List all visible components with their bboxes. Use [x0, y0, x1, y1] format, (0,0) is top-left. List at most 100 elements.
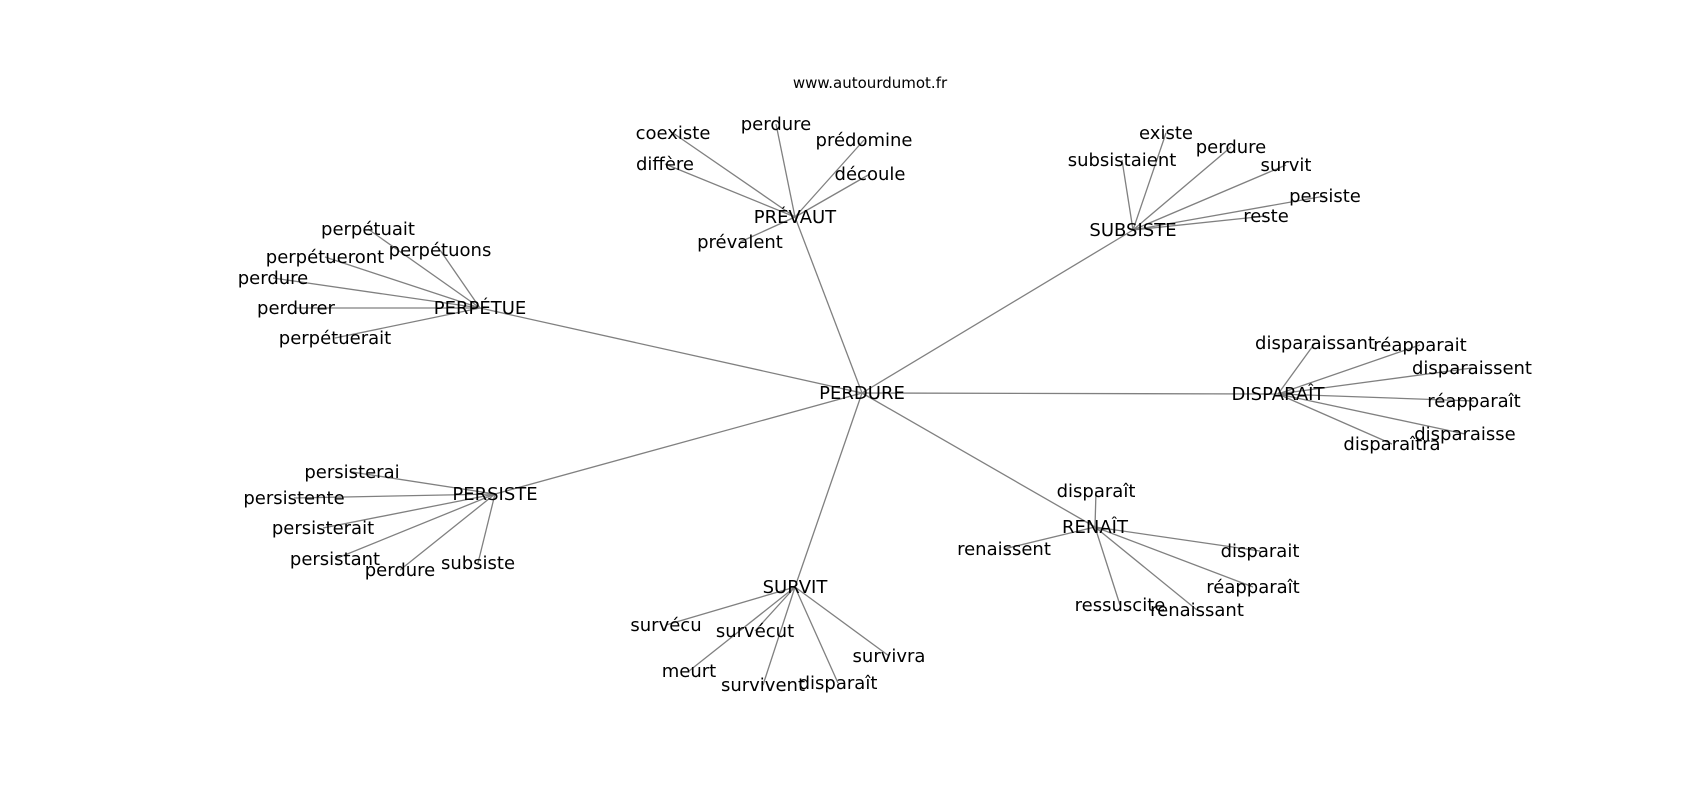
edge-survit-leaf: [688, 586, 796, 672]
leaf-word[interactable]: renaissent: [957, 539, 1051, 560]
leaf-word[interactable]: prédomine: [816, 130, 913, 151]
edge-disparait-leaf: [1277, 367, 1473, 395]
edge-prevaut-leaf: [794, 139, 865, 218]
leaf-word[interactable]: disparaît: [1057, 481, 1136, 502]
edge-persiste-leaf: [293, 493, 496, 499]
leaf-word[interactable]: survécut: [716, 621, 794, 642]
leaf-word[interactable]: perpétuons: [389, 240, 492, 261]
leaf-word[interactable]: existe: [1139, 123, 1193, 144]
edge-persiste-leaf: [322, 493, 496, 529]
leaf-word[interactable]: diffère: [636, 154, 694, 175]
edge-subsiste-leaf: [1132, 215, 1267, 231]
edge-perpetue-leaf: [367, 228, 481, 309]
source-url: www.autourdumot.fr: [793, 74, 948, 92]
edge-prevaut-leaf: [775, 123, 796, 218]
edge-survit-leaf: [665, 586, 796, 626]
hub-word-subsiste[interactable]: SUBSISTE: [1089, 220, 1176, 241]
edge-renait-leaf: [1094, 526, 1254, 588]
hub-word-prevaut[interactable]: PRÉVAUT: [754, 206, 837, 228]
leaf-word[interactable]: perpétueront: [266, 247, 384, 268]
leaf-word[interactable]: subsistaient: [1068, 150, 1177, 171]
leaf-word[interactable]: perdurer: [257, 298, 335, 319]
leaf-word[interactable]: disparaissent: [1412, 358, 1532, 379]
leaf-word[interactable]: perpétuait: [321, 219, 415, 240]
labels: PERDUREPERPÉTUEperpétuaitperpétuonsperpé…: [238, 114, 1532, 696]
edge-persiste-leaf: [477, 493, 496, 564]
leaf-word[interactable]: perdure: [365, 560, 436, 581]
edge-perpetue-leaf: [324, 256, 481, 309]
edge-center-survit: [794, 392, 863, 588]
edge-persiste-leaf: [334, 493, 496, 560]
edges: [272, 123, 1475, 686]
edge-persiste-leaf: [351, 471, 496, 495]
leaf-word[interactable]: survécu: [630, 615, 701, 636]
edge-disparait-leaf: [1277, 342, 1316, 395]
edge-disparait-leaf: [1277, 344, 1421, 395]
edge-center-subsiste: [861, 229, 1134, 394]
edge-prevaut-leaf: [794, 173, 871, 218]
edge-renait-leaf: [1094, 526, 1198, 611]
edge-perpetue-leaf: [439, 249, 481, 309]
edge-survit-leaf: [754, 586, 796, 632]
edge-perpetue-leaf: [334, 307, 481, 339]
leaf-word[interactable]: persiste: [1289, 186, 1361, 207]
edge-center-renait: [861, 392, 1096, 528]
hub-word-perpetue[interactable]: PERPÉTUE: [434, 297, 527, 319]
leaf-word[interactable]: ressuscite: [1075, 595, 1166, 616]
edge-survit-leaf: [794, 586, 839, 684]
leaf-word[interactable]: survit: [1261, 155, 1312, 176]
leaf-word[interactable]: persistente: [243, 488, 344, 509]
edge-subsiste-leaf: [1132, 195, 1326, 231]
hub-word-persiste[interactable]: PERSISTE: [452, 484, 537, 505]
leaf-word[interactable]: survivent: [721, 675, 805, 696]
edge-prevaut-leaf: [672, 132, 796, 218]
center-word[interactable]: PERDURE: [819, 383, 905, 404]
leaf-word[interactable]: disparait: [1221, 541, 1300, 562]
edge-center-perpetue: [479, 307, 863, 394]
leaf-word[interactable]: disparaîtra: [1343, 434, 1440, 455]
edge-center-persiste: [494, 392, 863, 495]
edge-renait-leaf: [1094, 526, 1261, 552]
leaf-word[interactable]: persistant: [290, 549, 380, 570]
edge-disparait-leaf: [1277, 393, 1475, 402]
leaf-word[interactable]: persisterait: [272, 518, 374, 539]
edge-center-disparait: [861, 392, 1279, 395]
edge-perpetue-leaf: [272, 277, 481, 309]
leaf-word[interactable]: perpétuerait: [279, 328, 391, 349]
edge-disparait-leaf: [1277, 393, 1393, 445]
leaf-word[interactable]: réapparaît: [1206, 577, 1299, 598]
edge-subsiste-leaf: [1132, 146, 1232, 231]
leaf-word[interactable]: perdure: [1196, 137, 1267, 158]
hub-word-disparait[interactable]: DISPARAÎT: [1231, 383, 1325, 405]
edge-persiste-leaf: [399, 493, 496, 571]
leaf-word[interactable]: disparaisse: [1414, 424, 1516, 445]
hub-word-survit[interactable]: SURVIT: [763, 577, 829, 598]
edge-subsiste-leaf: [1132, 132, 1167, 231]
edge-center-prevaut: [794, 216, 863, 394]
leaf-word[interactable]: reste: [1243, 206, 1289, 227]
edge-renait-leaf: [1003, 526, 1096, 550]
edge-prevaut-leaf: [739, 216, 796, 243]
edge-renait-leaf: [1094, 490, 1097, 528]
leaf-word[interactable]: disparaît: [799, 673, 878, 694]
edge-disparait-leaf: [1277, 393, 1466, 435]
leaf-word[interactable]: survivra: [853, 646, 926, 667]
edge-renait-leaf: [1094, 526, 1121, 606]
leaf-word[interactable]: subsiste: [441, 553, 515, 574]
leaf-word[interactable]: perdure: [238, 268, 309, 289]
leaf-word[interactable]: disparaissant: [1255, 333, 1375, 354]
leaf-word[interactable]: persisterai: [304, 462, 399, 483]
leaf-word[interactable]: réapparaît: [1427, 391, 1520, 412]
leaf-word[interactable]: découle: [835, 164, 906, 185]
leaf-word[interactable]: coexiste: [636, 123, 711, 144]
edge-survit-leaf: [794, 586, 890, 657]
edge-subsiste-leaf: [1132, 164, 1287, 231]
leaf-word[interactable]: perdure: [741, 114, 812, 135]
leaf-word[interactable]: meurt: [662, 661, 716, 682]
leaf-word[interactable]: réapparait: [1373, 335, 1466, 356]
edge-prevaut-leaf: [664, 163, 796, 218]
leaf-word[interactable]: renaissant: [1150, 600, 1244, 621]
hub-word-renait[interactable]: RENAÎT: [1062, 516, 1129, 538]
leaf-word[interactable]: prévalent: [697, 232, 783, 253]
